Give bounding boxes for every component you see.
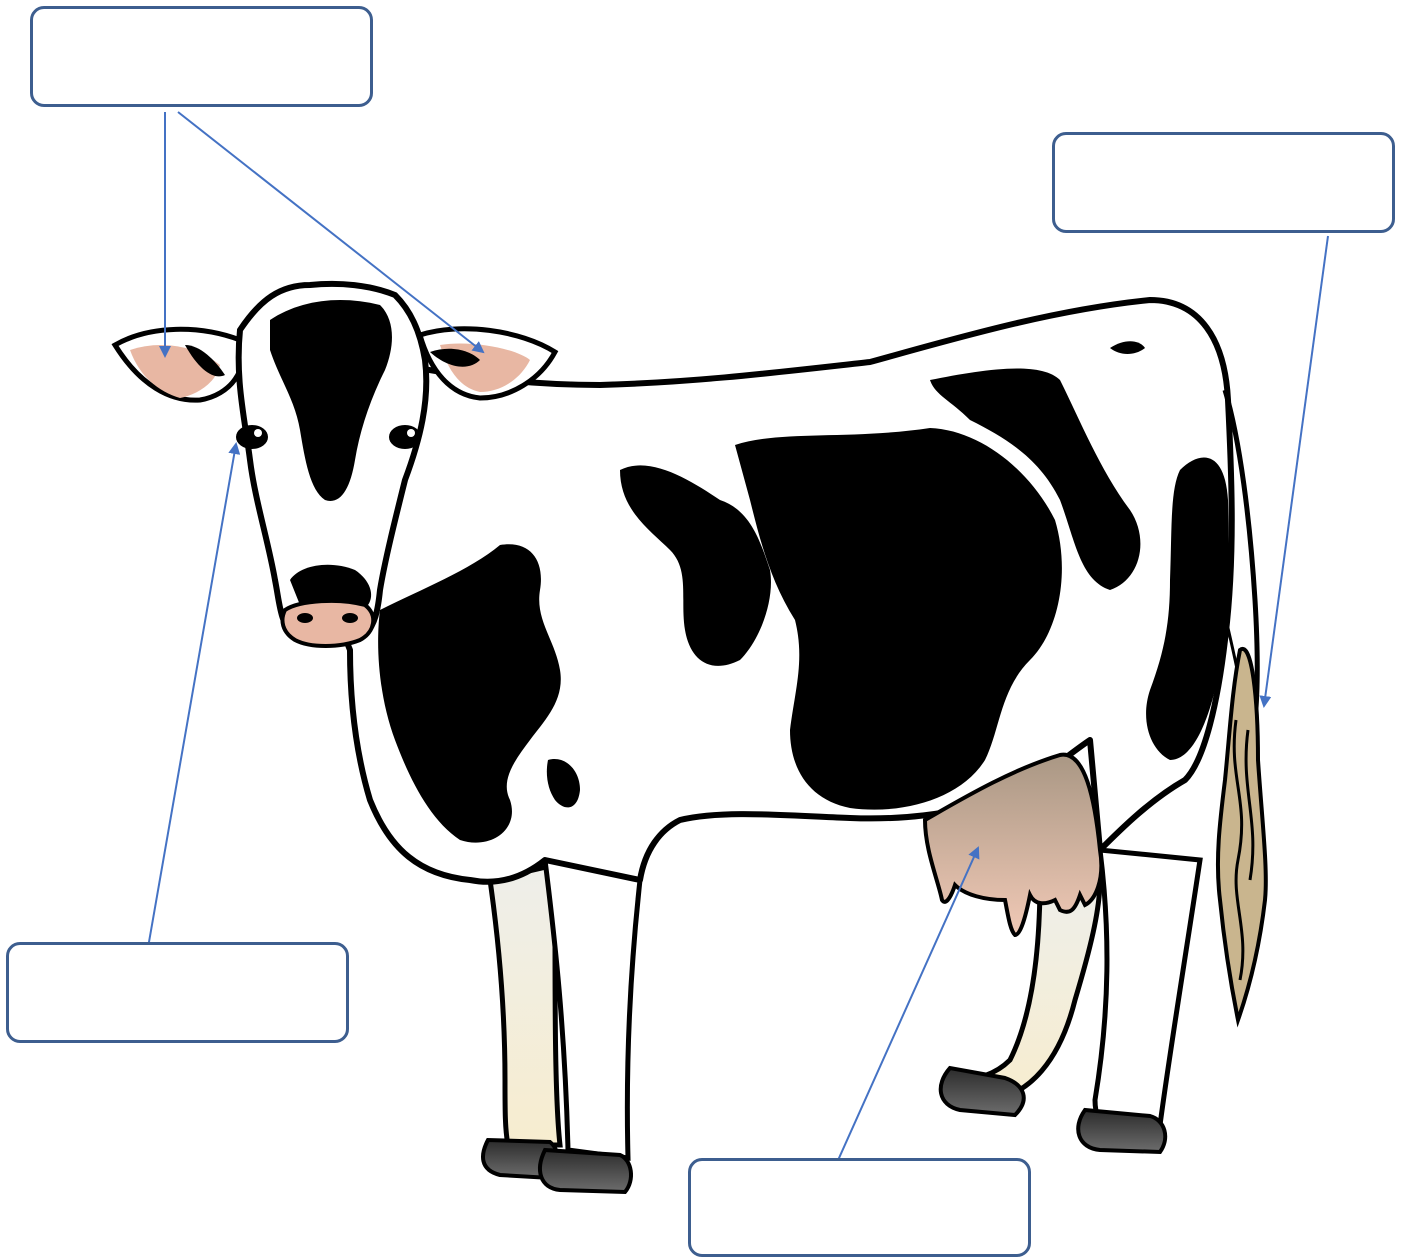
label-box-tail[interactable] (1052, 132, 1395, 233)
pointer-tail (1264, 236, 1328, 706)
label-box-eye[interactable] (6, 942, 349, 1043)
eye-right (389, 425, 421, 449)
pointer-udder (822, 848, 978, 1196)
label-box-ears[interactable] (30, 6, 373, 107)
leg-front-left (483, 865, 560, 1178)
muzzle (282, 601, 373, 646)
label-box-udder[interactable] (688, 1158, 1031, 1257)
eye-left (236, 425, 268, 449)
pointer-eye (142, 444, 236, 982)
